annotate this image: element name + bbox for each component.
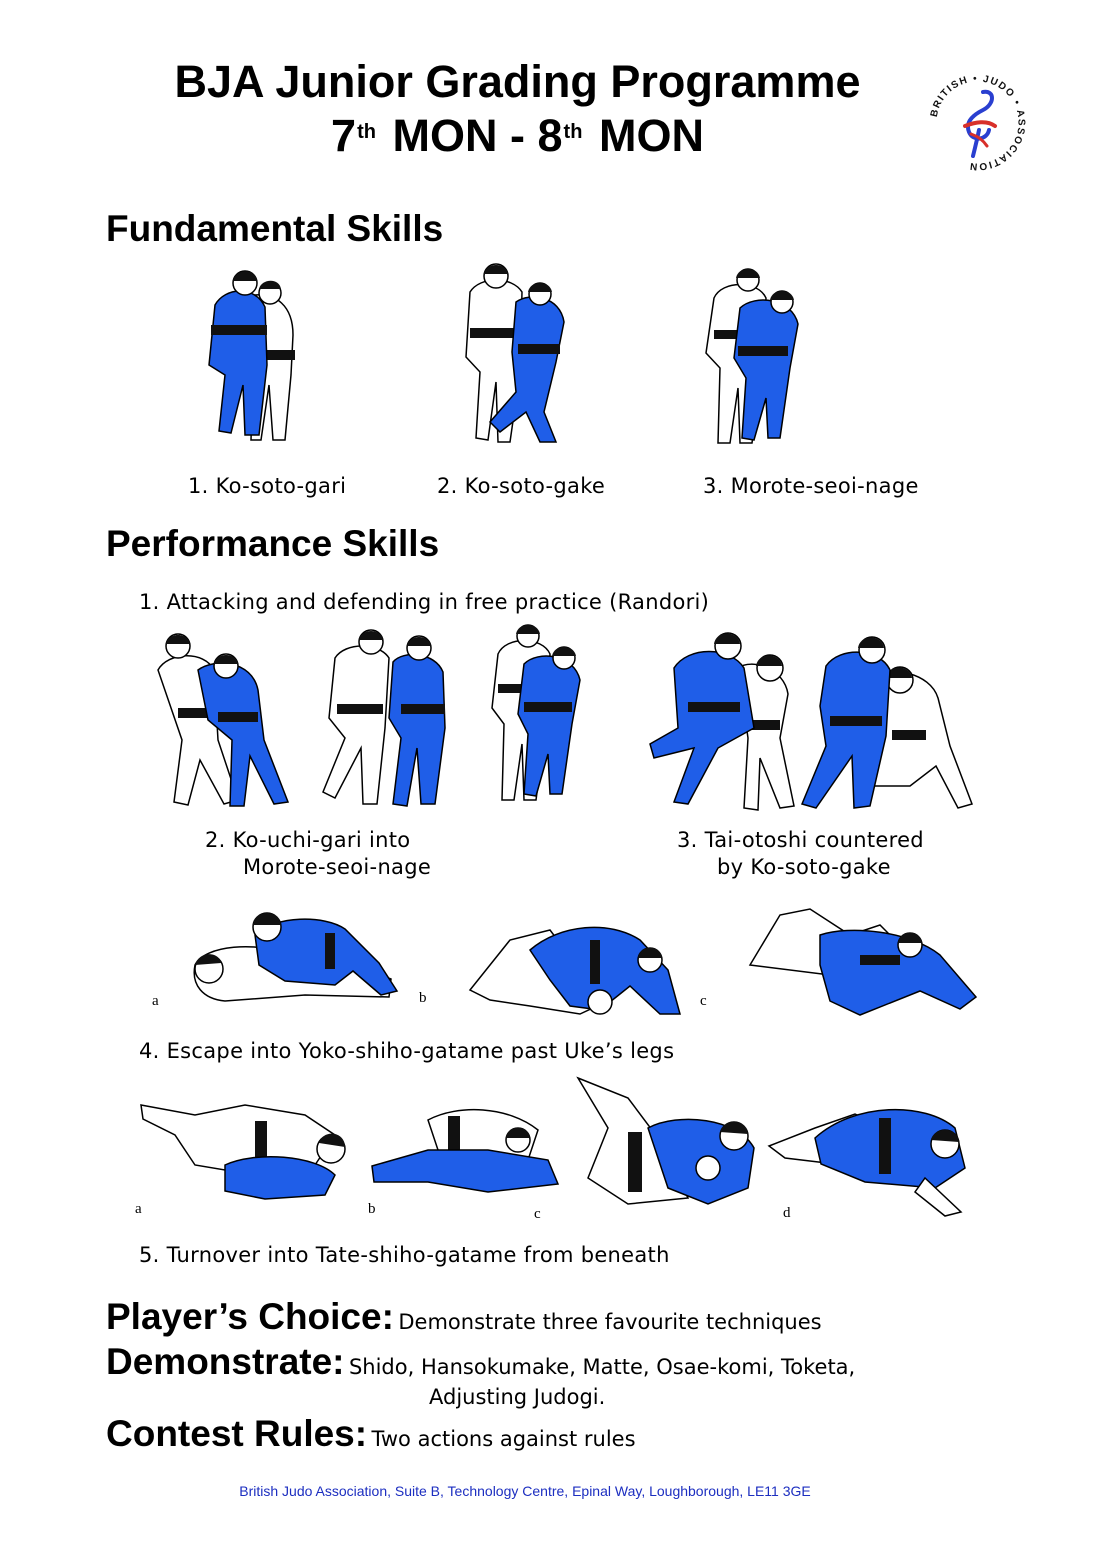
grade-range: 7th MON - 8th MON	[0, 112, 1035, 160]
demonstrate-row: Demonstrate: Shido, Hansokumake, Matte, …	[106, 1341, 855, 1383]
performance-item-3-line-1: 3. Tai-otoshi countered	[677, 828, 924, 852]
performance-item-3-line-2: by Ko-soto-gake	[717, 855, 891, 879]
contest-rules-row: Contest Rules: Two actions against rules	[106, 1413, 636, 1455]
ko-uchi-gari-illustration-a	[157, 633, 290, 807]
item-5-letter-d: d	[783, 1205, 791, 1221]
grade-from-word: MON	[392, 110, 498, 161]
tai-otoshi-illustration-b	[800, 636, 973, 809]
players-choice-row: Player’s Choice: Demonstrate three favou…	[106, 1296, 822, 1338]
grade-to-number: 8	[537, 110, 563, 161]
fundamental-item-2: 2. Ko-soto-gake	[437, 474, 606, 498]
ko-soto-gake-illustration	[465, 263, 565, 443]
item-5-letter-b: b	[368, 1201, 376, 1217]
yoko-shiho-gatame-illustration-a	[193, 912, 399, 1002]
page-title: BJA Junior Grading Programme	[174, 56, 861, 107]
ko-soto-gari-illustration	[208, 270, 295, 441]
tate-shiho-gatame-illustration-c	[576, 1076, 755, 1205]
tate-shiho-gatame-illustration-a	[140, 1104, 346, 1200]
contest-rules-heading: Contest Rules:	[106, 1413, 368, 1454]
fundamental-skills-heading: Fundamental Skills	[106, 208, 444, 249]
yoko-shiho-gatame-illustration-b	[468, 926, 681, 1015]
morote-seoi-nage-illustration	[705, 268, 799, 444]
item-4-letter-a: a	[152, 993, 159, 1009]
ko-uchi-gari-illustration-c	[491, 624, 581, 801]
tai-otoshi-illustration-a	[649, 632, 795, 811]
fundamental-item-3: 3. Morote-seoi-nage	[703, 474, 919, 498]
demonstrate-text-line-1: Shido, Hansokumake, Matte, Osae-komi, To…	[348, 1355, 856, 1379]
demonstrate-heading: Demonstrate:	[106, 1341, 345, 1382]
performance-item-1: 1. Attacking and defending in free pract…	[139, 590, 710, 614]
grade-dash: -	[510, 110, 525, 161]
performance-skills-heading: Performance Skills	[106, 523, 440, 564]
grade-to-word: MON	[598, 110, 704, 161]
grade-from-number: 7	[331, 110, 357, 161]
performance-item-2-line-1: 2. Ko-uchi-gari into	[205, 828, 411, 852]
grade-to-suffix: th	[563, 121, 583, 143]
contest-rules-text: Two actions against rules	[371, 1427, 636, 1451]
ko-uchi-gari-illustration-b	[322, 629, 446, 807]
performance-item-5: 5. Turnover into Tate-shiho-gatame from …	[139, 1243, 670, 1267]
tate-shiho-gatame-illustration-b	[371, 1108, 560, 1193]
players-choice-text: Demonstrate three favourite techniques	[398, 1310, 822, 1334]
footer-address: British Judo Association, Suite B, Techn…	[239, 1483, 811, 1499]
item-5-letter-c: c	[534, 1206, 541, 1222]
players-choice-heading: Player’s Choice:	[106, 1296, 394, 1337]
tate-shiho-gatame-illustration-d	[767, 1108, 966, 1217]
item-4-letter-b: b	[419, 990, 427, 1006]
fundamental-item-1: 1. Ko-soto-gari	[188, 474, 347, 498]
bja-logo-icon: BRITISH • JUDO • ASSOCIATION	[927, 72, 1028, 173]
performance-item-2-line-2: Morote-seoi-nage	[243, 855, 432, 879]
grade-from-suffix: th	[357, 121, 376, 143]
yoko-shiho-gatame-illustration-c	[748, 908, 978, 1016]
item-5-letter-a: a	[135, 1201, 142, 1217]
demonstrate-text-line-2: Adjusting Judogi.	[429, 1385, 606, 1409]
performance-item-4: 4. Escape into Yoko-shiho-gatame past Uk…	[139, 1039, 675, 1063]
item-4-letter-c: c	[700, 993, 707, 1009]
